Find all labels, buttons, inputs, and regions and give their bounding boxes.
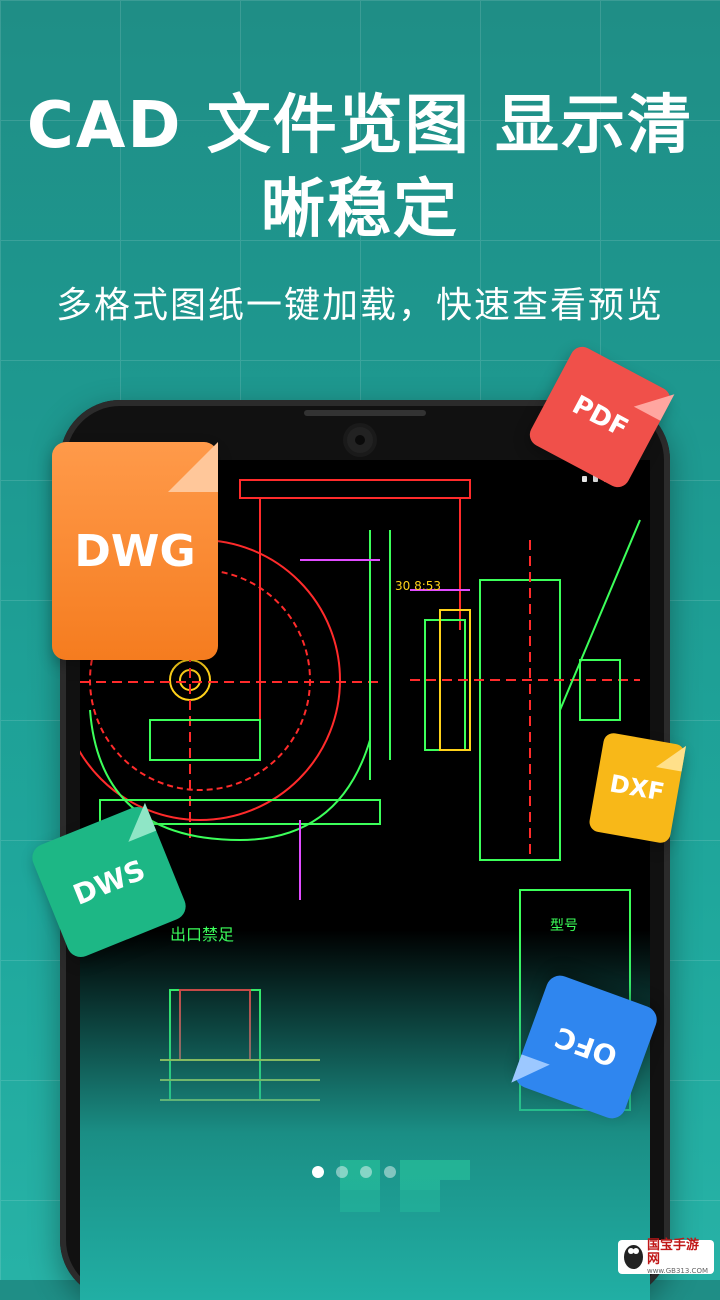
watermark-name: 国宝手游网 xyxy=(646,1238,699,1267)
watermark: 国宝手游网 www.GB313.COM xyxy=(618,1238,714,1275)
headline-line-2: 晰稳定 xyxy=(261,173,459,247)
dxf-file-icon: DXF xyxy=(587,731,687,845)
watermark-url: www.GB313.COM xyxy=(646,1267,708,1275)
headline-line-1: CAD 文件览图 显示清 xyxy=(26,89,694,163)
pager-dot-4[interactable] xyxy=(384,1166,396,1178)
pager-dot-3[interactable] xyxy=(360,1166,372,1178)
phone-speaker xyxy=(304,410,426,416)
subtitle: 多格式图纸一键加载，快速查看预览 xyxy=(55,285,664,326)
camera-icon xyxy=(347,427,373,453)
dwg-file-icon: DWG xyxy=(52,442,218,660)
panda-logo-icon xyxy=(624,1245,643,1269)
pager-dot-2[interactable] xyxy=(336,1166,348,1178)
drawing-dim-label-1: 30 8:53 xyxy=(395,579,441,593)
pager-dot-1[interactable] xyxy=(312,1166,324,1178)
headline: CAD 文件览图 显示清 晰稳定 xyxy=(0,84,720,252)
pager-dots xyxy=(312,1166,396,1178)
